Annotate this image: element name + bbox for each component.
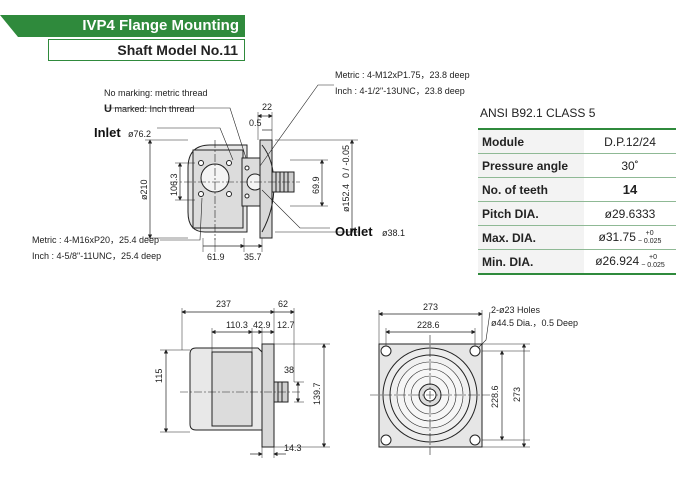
inlet-label: Inlet: [94, 125, 121, 140]
side-flange: [261, 343, 275, 448]
flange-view: [370, 310, 530, 455]
inch-top-thread: Inch : 4-1/2"-13UNC，23.8 deep: [335, 86, 465, 96]
page-title: IVP4 Flange Mounting: [0, 15, 245, 37]
dim-22: 22: [262, 102, 272, 112]
spec-key: Module: [478, 129, 584, 154]
table-row: Module D.P.12/24: [478, 129, 676, 154]
dim-237: 237: [216, 299, 231, 309]
dim-106-3: 106.3: [169, 173, 179, 196]
spec-value-cell: ø31.75+0− 0.025: [584, 225, 676, 250]
dim-0-5: 0.5: [249, 118, 262, 128]
spec-value: ø26.924: [595, 253, 640, 268]
dim-228-6-right: 228.6: [490, 385, 500, 408]
top-view: [105, 84, 358, 252]
spec-value: 14: [584, 177, 676, 202]
spline-spec: ANSI B92.1 CLASS 5 Module D.P.12/24 Pres…: [478, 106, 676, 275]
table-row: Min. DIA. ø26.924+0− 0.025: [478, 249, 676, 275]
inch-bottom-thread: Inch : 4-5/8"-11UNC，25.4 deep: [32, 251, 161, 261]
inlet-diameter: ø76.2: [128, 129, 151, 139]
dim-61-9: 61.9: [207, 252, 225, 262]
mount-hole: [380, 345, 392, 357]
dim-210: ø210: [139, 179, 149, 200]
spec-title: ANSI B92.1 CLASS 5: [480, 106, 596, 120]
dim-273-right: 273: [512, 387, 522, 402]
spec-tolerance: +0− 0.025: [641, 253, 665, 269]
outlet-diameter: ø38.1: [382, 228, 405, 238]
dim-62: 62: [278, 299, 288, 309]
spec-value: D.P.12/24: [584, 129, 676, 154]
dim-35-7: 35.7: [244, 252, 262, 262]
spec-key: No. of teeth: [478, 177, 584, 202]
dim-139-7: 139.7: [312, 382, 322, 405]
dim-42-9: 42.9: [253, 320, 271, 330]
page-subtitle: Shaft Model No.11: [48, 39, 245, 61]
spec-value: 30˚: [584, 153, 676, 178]
dim-228-6-top: 228.6: [417, 320, 440, 330]
flange: [259, 139, 273, 239]
spec-value: ø29.6333: [584, 201, 676, 226]
spec-value-cell: ø26.924+0− 0.025: [584, 249, 676, 275]
table-row: Pitch DIA. ø29.6333: [478, 201, 676, 226]
spec-value: ø31.75: [598, 229, 636, 244]
spec-key: Pressure angle: [478, 153, 584, 178]
spec-key: Pitch DIA.: [478, 201, 584, 226]
spec-key: Min. DIA.: [478, 249, 584, 275]
outlet-label: Outlet: [335, 224, 373, 239]
dim-152-4-tol: 0 / -0.05: [341, 145, 351, 178]
note-metric-thread: No marking: metric thread: [104, 88, 208, 98]
table-row: Max. DIA. ø31.75+0− 0.025: [478, 225, 676, 250]
note-inch-thread: U marked: Inch thread: [104, 103, 195, 115]
spec-table: Module D.P.12/24 Pressure angle 30˚ No. …: [478, 128, 676, 275]
dim-69-9: 69.9: [311, 176, 321, 194]
metric-top-thread: Metric : 4-M12xP1.75，23.8 deep: [335, 70, 470, 80]
dim-14-3: 14.3: [284, 443, 302, 453]
table-row: No. of teeth 14: [478, 177, 676, 202]
dim-110-3: 110.3: [226, 320, 248, 330]
counterbore-note: ø44.5 Dia.，0.5 Deep: [491, 318, 578, 328]
dim-152-4: ø152.4: [341, 184, 351, 212]
dim-273-top: 273: [423, 302, 438, 312]
metric-bottom-thread: Metric : 4-M16xP20，25.4 deep: [32, 235, 159, 245]
spec-tolerance: +0− 0.025: [637, 229, 662, 245]
table-row: Pressure angle 30˚: [478, 153, 676, 178]
spec-key: Max. DIA.: [478, 225, 584, 250]
dim-115: 115: [154, 369, 164, 383]
dim-38: 38: [284, 365, 294, 375]
dim-12-7: 12.7: [277, 320, 295, 330]
side-view: [160, 308, 330, 458]
holes-note: 2-ø23 Holes: [491, 305, 541, 315]
